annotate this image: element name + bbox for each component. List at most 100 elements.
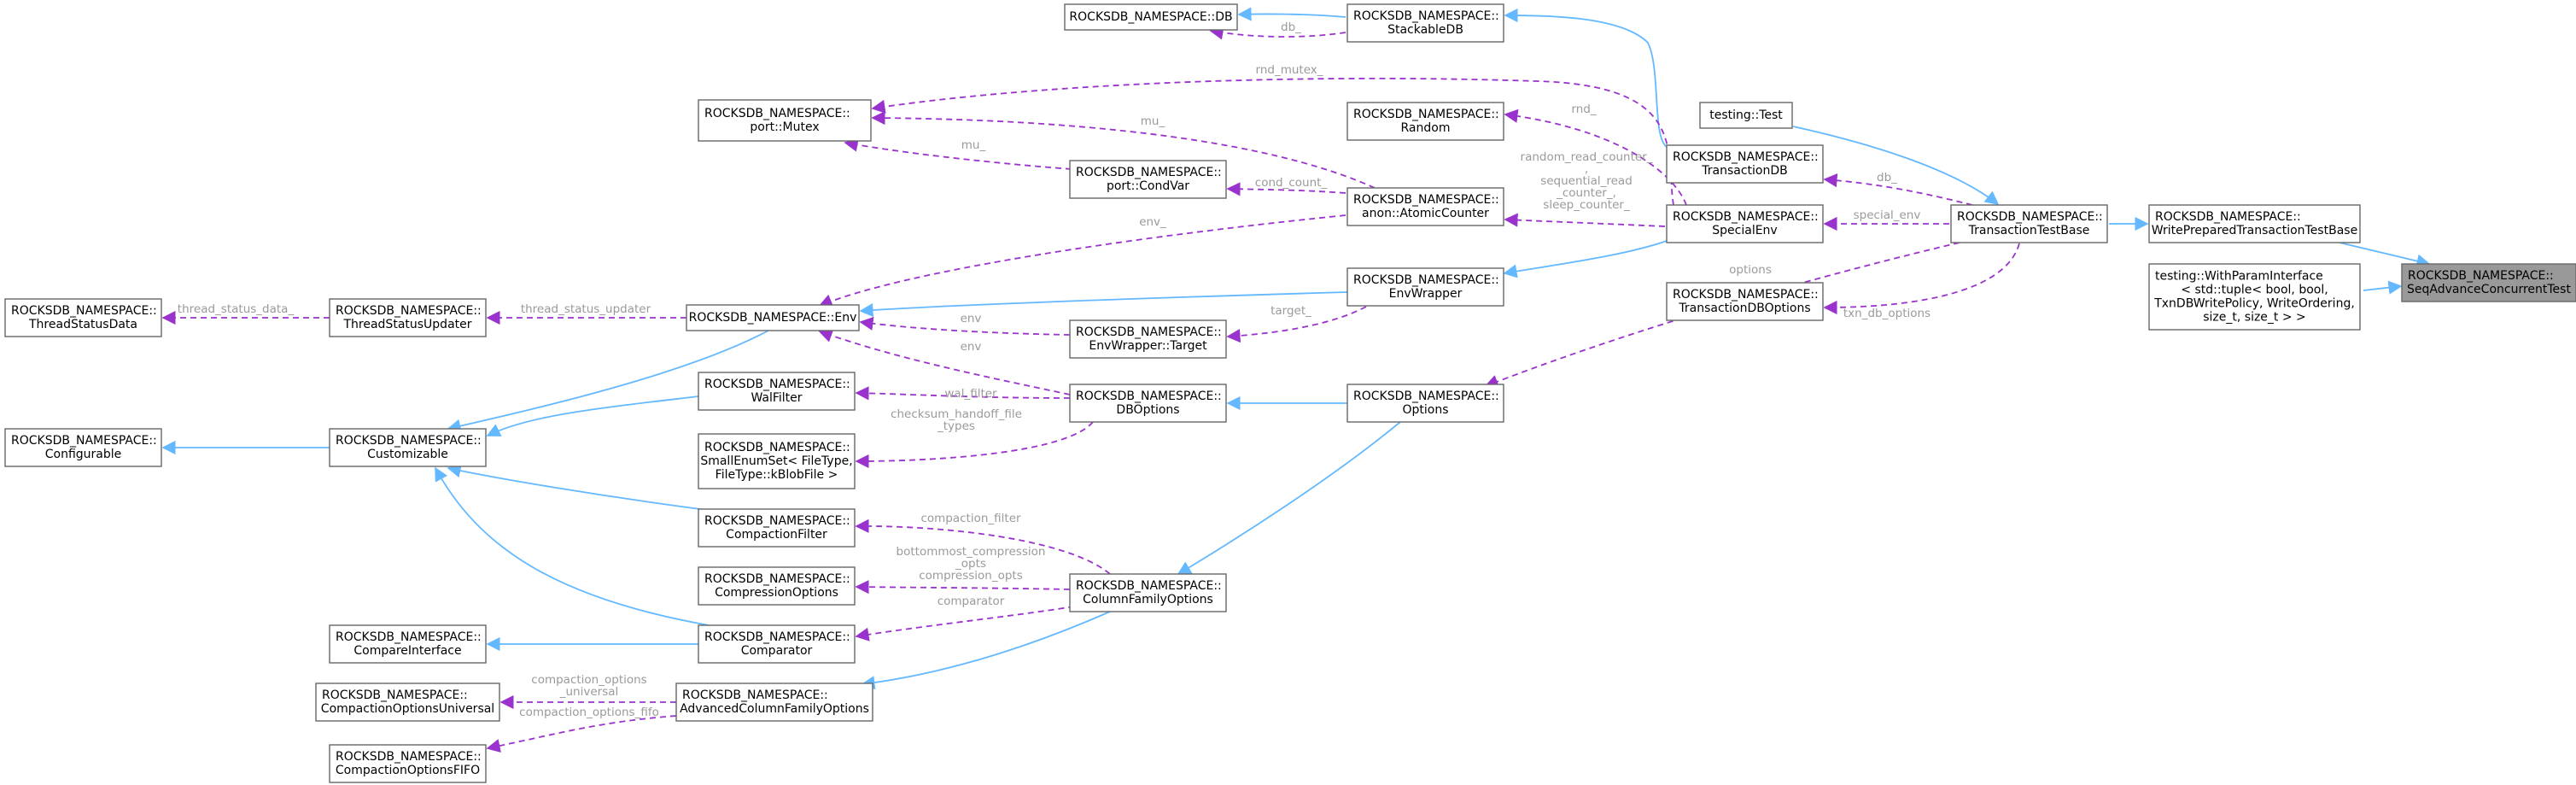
class-node-cou[interactable]: ROCKSDB_NAMESPACE::CompactionOptionsUniv… <box>315 682 500 722</box>
inheritance-edge-envw-to-env <box>859 291 1348 318</box>
class-node-label-line: ROCKSDB_NAMESPACE:: <box>322 688 468 702</box>
edge-label: env <box>961 340 982 354</box>
class-node-label-line: Configurable <box>45 448 122 461</box>
edge-label-line: thread_status_updater <box>521 302 651 316</box>
class-node-label-line: CompactionOptionsFIFO <box>336 764 480 777</box>
class-node-dbopts[interactable]: ROCKSDB_NAMESPACE::DBOptions <box>1069 384 1227 423</box>
inheritance-edge-walf-to-cust <box>486 395 699 436</box>
class-node-acfo[interactable]: ROCKSDB_NAMESPACE::AdvancedColumnFamilyO… <box>675 682 873 722</box>
class-node-tdbo[interactable]: ROCKSDB_NAMESPACE::TransactionDBOptions <box>1666 282 1824 321</box>
class-node-ci[interactable]: ROCKSDB_NAMESPACE::CompareInterface <box>329 624 487 664</box>
edge-label: env <box>961 312 982 325</box>
class-node-label-line: ROCKSDB_NAMESPACE:: <box>2155 210 2301 224</box>
class-node-box <box>2401 263 2576 302</box>
class-node-cust[interactable]: ROCKSDB_NAMESPACE::Customizable <box>329 428 487 467</box>
edge-label-line: random_read_counter_ <box>1521 150 1653 164</box>
edge-path <box>1504 213 1666 227</box>
edge-path <box>871 111 1376 189</box>
edge-path <box>855 604 1085 641</box>
edge-path <box>1209 26 1346 40</box>
edge-label: db_ <box>1877 171 1897 185</box>
class-node-box <box>698 624 856 664</box>
edge-path <box>447 330 769 433</box>
edge-label-line: compaction_options <box>531 673 646 687</box>
inheritance-edge-env-to-cust <box>447 330 769 433</box>
edge-label-line: compression_opts <box>919 569 1023 583</box>
class-node-label-line: ROCKSDB_NAMESPACE:: <box>1353 193 1499 207</box>
class-node-condvar[interactable]: ROCKSDB_NAMESPACE::port::CondVar <box>1069 160 1227 199</box>
edge-label-line: comparator <box>938 595 1005 608</box>
class-node-label-line: TransactionDBOptions <box>1678 302 1810 315</box>
class-node-cofifo[interactable]: ROCKSDB_NAMESPACE::CompactionOptionsFIFO <box>329 744 487 783</box>
class-node-wpi[interactable]: testing::WithParamInterface< std::tuple<… <box>2148 263 2361 331</box>
edge-path <box>859 291 1348 318</box>
class-node-co[interactable]: ROCKSDB_NAMESPACE::CompressionOptions <box>698 566 856 606</box>
class-node-test[interactable]: testing::Test <box>1699 102 1793 129</box>
class-node-envwt[interactable]: ROCKSDB_NAMESPACE::EnvWrapper::Target <box>1069 319 1227 359</box>
edge-label-line: sleep_counter_ <box>1543 198 1630 212</box>
class-node-comp[interactable]: ROCKSDB_NAMESPACE::Comparator <box>698 624 856 664</box>
class-node-label-line: CompareInterface <box>353 644 461 658</box>
edge-label-line: _universal <box>559 685 619 699</box>
class-node-sdb[interactable]: ROCKSDB_NAMESPACE::StackableDB <box>1346 3 1504 43</box>
edge-label-line: sequential_read <box>1540 174 1633 188</box>
edge-path <box>1177 421 1401 575</box>
class-node-wptb[interactable]: ROCKSDB_NAMESPACE::WritePreparedTransact… <box>2148 204 2361 243</box>
class-node-conf[interactable]: ROCKSDB_NAMESPACE::Configurable <box>4 428 162 467</box>
class-node-atomic[interactable]: ROCKSDB_NAMESPACE::anon::AtomicCounter <box>1346 187 1504 226</box>
usage-edge-env-to-tsu: thread_status_updater <box>486 302 686 325</box>
class-node-sesft[interactable]: ROCKSDB_NAMESPACE::SmallEnumSet< FileTyp… <box>698 433 856 489</box>
edge-path <box>855 518 1111 575</box>
edge-path <box>1237 7 1346 21</box>
inheritance-edge-senv-to-envw <box>1503 240 1668 278</box>
class-node-label-line: ROCKSDB_NAMESPACE:: <box>704 378 850 391</box>
edge-label-line: cond_count_ <box>1255 176 1328 190</box>
class-node-tsd[interactable]: ROCKSDB_NAMESPACE::ThreadStatusData <box>4 298 162 337</box>
inheritance-edge-cfo-to-acfo <box>861 611 1111 690</box>
class-node-senv[interactable]: ROCKSDB_NAMESPACE::SpecialEnv <box>1666 204 1824 243</box>
class-node-rand[interactable]: ROCKSDB_NAMESPACE::Random <box>1346 102 1504 141</box>
edge-path <box>861 611 1111 690</box>
class-node-label-line: ROCKSDB_NAMESPACE:: <box>1673 210 1819 224</box>
class-node-label-line: testing::WithParamInterface <box>2155 270 2323 284</box>
class-node-opts[interactable]: ROCKSDB_NAMESPACE::Options <box>1346 384 1504 423</box>
class-node-cfo[interactable]: ROCKSDB_NAMESPACE::ColumnFamilyOptions <box>1069 573 1227 612</box>
edge-label: special_env <box>1854 208 1921 222</box>
edge-path <box>1823 173 1973 206</box>
class-node-db[interactable]: ROCKSDB_NAMESPACE::DB <box>1064 3 1238 31</box>
class-node-box <box>315 682 500 722</box>
edge-path <box>1226 306 1367 343</box>
class-node-cf[interactable]: ROCKSDB_NAMESPACE::CompactionFilter <box>698 508 856 548</box>
edge-label: thread_status_updater <box>521 302 651 316</box>
usage-edge-atomic-to-env: env_ <box>818 214 1346 308</box>
edge-path <box>1792 126 2000 205</box>
class-node-tsu[interactable]: ROCKSDB_NAMESPACE::ThreadStatusUpdater <box>329 298 487 337</box>
usage-edge-dbopts-to-walf: wal_filter <box>855 386 1071 401</box>
edge-label: cond_count_ <box>1255 176 1328 190</box>
class-node-box <box>1666 282 1824 321</box>
class-node-seq[interactable]: ROCKSDB_NAMESPACE::SeqAdvanceConcurrentT… <box>2401 263 2576 302</box>
edge-label-line: db_ <box>1877 171 1897 185</box>
class-node-box <box>698 508 856 548</box>
class-node-label-line: DBOptions <box>1116 403 1179 417</box>
class-node-env[interactable]: ROCKSDB_NAMESPACE::Env <box>686 304 860 331</box>
class-node-walf[interactable]: ROCKSDB_NAMESPACE::WalFilter <box>698 372 856 411</box>
class-node-label-line: StackableDB <box>1387 23 1463 37</box>
class-node-mutex[interactable]: ROCKSDB_NAMESPACE::port::Mutex <box>698 99 872 142</box>
edge-label-line: env <box>961 340 982 354</box>
class-node-ttb[interactable]: ROCKSDB_NAMESPACE::TransactionTestBase <box>1950 204 2108 243</box>
edge-label: mu_ <box>1141 114 1165 128</box>
class-node-label-line: EnvWrapper::Target <box>1089 339 1207 353</box>
edge-path <box>1226 182 1346 196</box>
class-node-box <box>698 566 856 606</box>
class-node-label-line: ROCKSDB_NAMESPACE:: <box>1076 166 1222 179</box>
edge-label-line: env_ <box>1139 215 1166 229</box>
class-node-envw[interactable]: ROCKSDB_NAMESPACE::EnvWrapper <box>1346 267 1504 307</box>
edge-path <box>871 77 1674 206</box>
class-node-label-line: ROCKSDB_NAMESPACE::Env <box>689 311 857 325</box>
edge-label: comparator <box>938 595 1005 608</box>
class-node-box <box>329 298 487 337</box>
class-node-label-line: ROCKSDB_NAMESPACE:: <box>682 688 828 702</box>
class-node-tdb[interactable]: ROCKSDB_NAMESPACE::TransactionDB <box>1666 144 1824 184</box>
